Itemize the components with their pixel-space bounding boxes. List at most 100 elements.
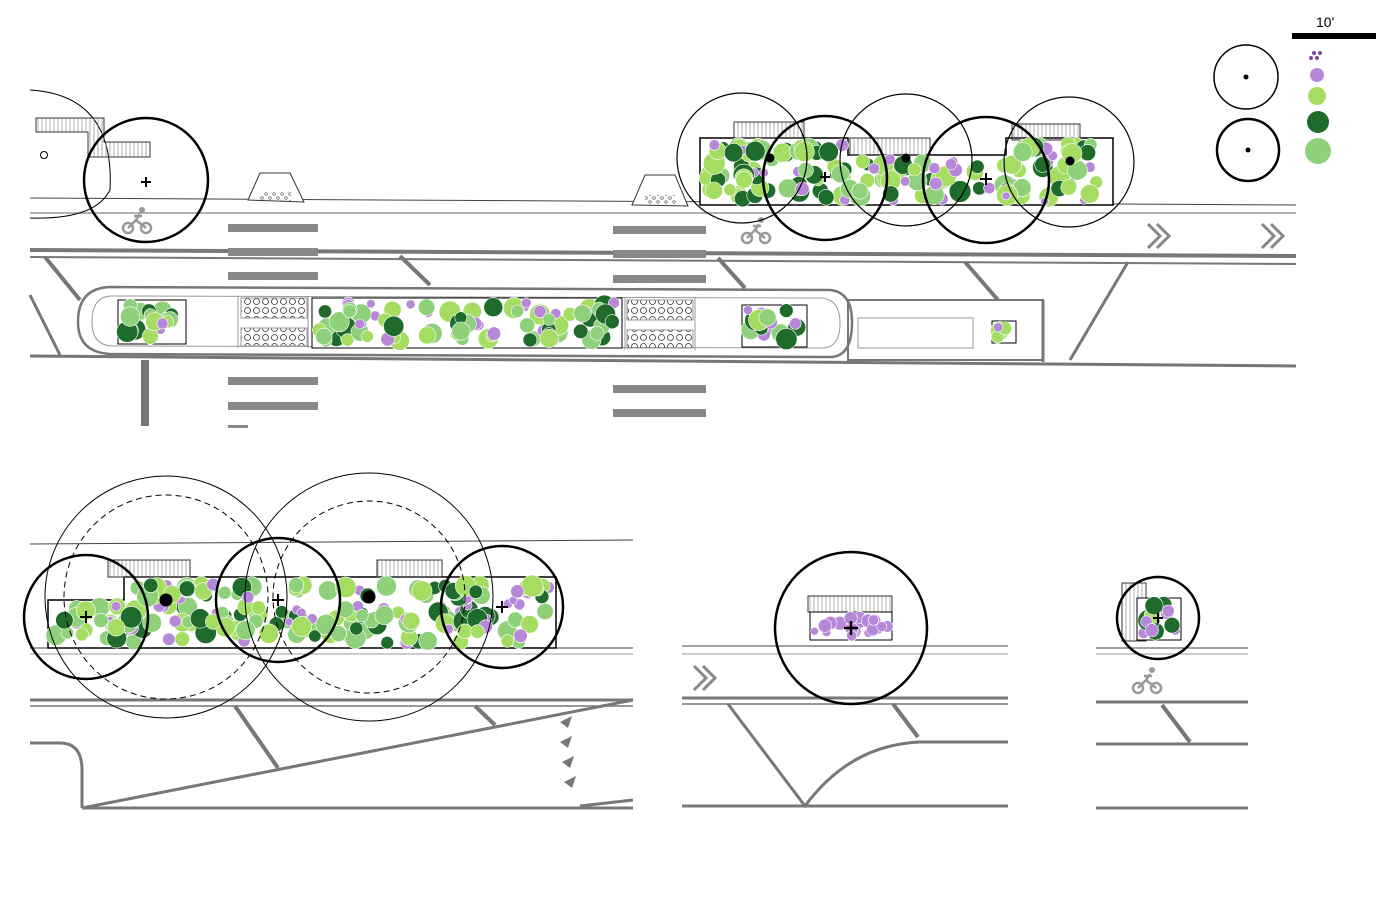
shrub: [867, 614, 880, 626]
bench-icon: [247, 172, 689, 207]
shrub: [929, 176, 943, 191]
shrub: [536, 602, 554, 620]
shrub: [1161, 604, 1175, 618]
shrub: [520, 574, 544, 598]
shrub: [411, 580, 433, 602]
shrub: [945, 158, 958, 171]
shrub: [970, 159, 985, 174]
top-left-corner: [29, 89, 210, 244]
chevron-arrow-icon: [692, 664, 717, 692]
shrub: [376, 575, 397, 597]
shrub: [451, 321, 471, 341]
shrub: [470, 624, 485, 639]
shrub: [513, 628, 528, 643]
bottom-left-tree-canopies: [22, 472, 565, 722]
shrub: [777, 178, 798, 199]
scale-bar: [1292, 33, 1376, 39]
shrub: [366, 299, 376, 309]
shrub: [789, 317, 802, 330]
shrub: [468, 584, 483, 599]
bike-symbol-icon: [1131, 665, 1163, 695]
shrub: [251, 600, 266, 616]
shrub: [380, 635, 394, 650]
shrub: [779, 303, 794, 318]
shrub: [1001, 191, 1011, 201]
shrub: [143, 577, 159, 593]
shrub: [1012, 142, 1033, 162]
shrub: [928, 162, 941, 175]
shrub: [486, 326, 502, 341]
shrub: [519, 317, 535, 334]
shrub: [355, 608, 369, 623]
shrub: [291, 616, 313, 637]
shrub: [349, 621, 364, 636]
shrub: [899, 176, 911, 187]
shrub: [354, 318, 366, 330]
shrub: [342, 304, 357, 319]
shrub: [318, 580, 339, 601]
shrub: [723, 143, 744, 163]
bottom-left-planter: [45, 559, 557, 651]
shrub: [1060, 179, 1077, 196]
shrub: [520, 615, 539, 634]
shrub: [383, 315, 405, 337]
legend: [1213, 44, 1331, 183]
shrub: [340, 333, 355, 347]
shrub: [983, 182, 996, 195]
shrub: [296, 607, 307, 618]
scale-bar-label: 10': [1316, 14, 1335, 30]
shrub: [775, 327, 798, 350]
shrub: [1080, 184, 1100, 204]
median-paving: [240, 297, 694, 349]
shrub: [510, 304, 524, 318]
shrub: [817, 618, 832, 633]
shrub: [162, 632, 176, 646]
bottom-middle-planter: [773, 550, 929, 706]
shrub: [573, 323, 589, 340]
chevron-arrow-icon: [1260, 222, 1285, 250]
shrub: [288, 577, 305, 594]
shrub: [1144, 623, 1159, 638]
shrub: [818, 141, 839, 162]
shrub: [743, 305, 753, 315]
bottom-left-street-plan: [29, 539, 634, 810]
bottom-right-street-plan: [1096, 647, 1248, 810]
shrub: [120, 606, 143, 629]
shrub: [107, 618, 126, 637]
shrub: [1144, 596, 1164, 616]
shrub: [723, 183, 737, 197]
shrub: [533, 305, 547, 319]
top-tree-canopies: [676, 92, 1135, 245]
shrub: [258, 623, 279, 644]
shrub: [217, 585, 232, 600]
shrub: [520, 297, 532, 309]
shrub: [328, 311, 350, 333]
shrub: [1163, 616, 1181, 634]
shrub: [235, 620, 256, 641]
shrub: [457, 623, 473, 639]
shrub: [174, 631, 190, 647]
shrub: [708, 139, 721, 151]
shrub: [704, 181, 723, 200]
shrub: [817, 189, 835, 206]
shrub: [907, 162, 922, 177]
shrub: [539, 328, 559, 348]
shrub: [405, 299, 416, 310]
shrub: [758, 308, 777, 327]
shrub: [241, 591, 255, 604]
top-planter: [698, 121, 1114, 208]
shrub: [336, 600, 355, 619]
shrub: [993, 322, 1004, 333]
shrub: [93, 612, 109, 629]
shrub: [772, 142, 793, 163]
shrub: [317, 304, 332, 319]
shrub: [795, 181, 810, 196]
shrub: [110, 601, 122, 612]
shrub: [876, 621, 888, 632]
shrub: [735, 171, 753, 189]
shrub: [522, 332, 538, 348]
shrub: [500, 634, 515, 648]
shrub: [308, 629, 322, 643]
shrub: [374, 605, 395, 626]
